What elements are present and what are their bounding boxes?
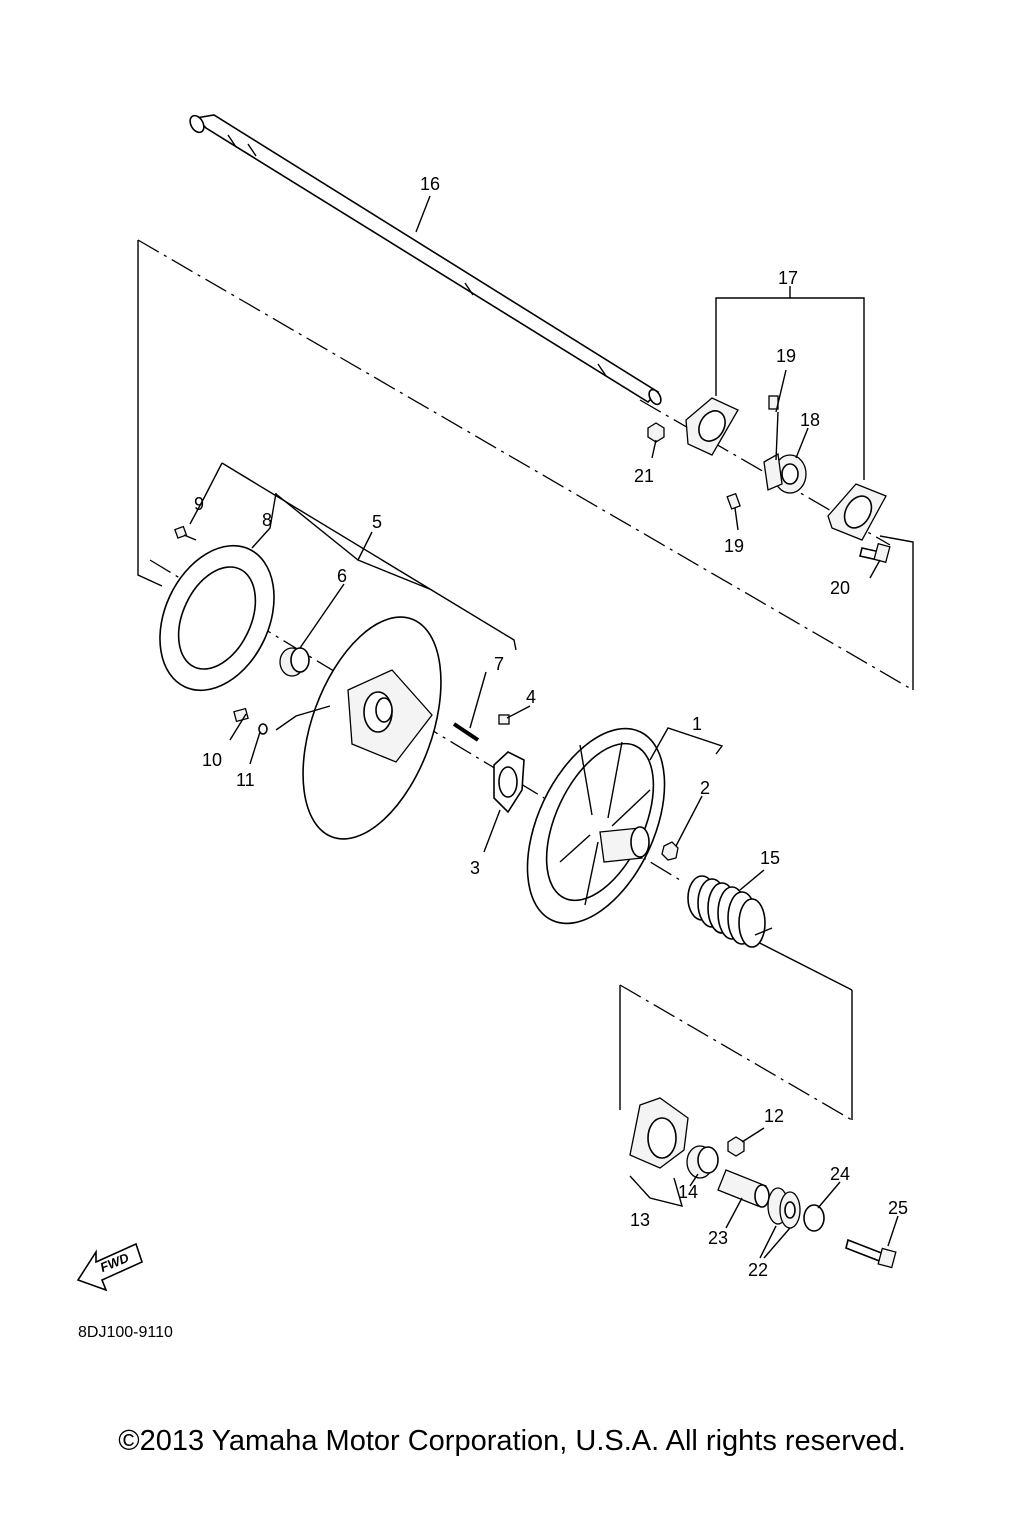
- callout-17: 17: [778, 268, 798, 288]
- callout-3: 3: [470, 858, 480, 878]
- assembly-boundary-upper: [137, 239, 914, 691]
- bearing-flange-housing-upper: [685, 397, 739, 456]
- callout-10: 10: [202, 750, 222, 770]
- ring-plate: [159, 544, 275, 692]
- bushing-6: [279, 647, 310, 677]
- callout-19-lower: 19: [724, 536, 744, 556]
- bolt-25: [845, 1238, 897, 1269]
- callout-15: 15: [760, 848, 780, 868]
- drawing-code: 8DJ100-9110: [78, 1324, 173, 1341]
- callout-2: 2: [700, 778, 710, 798]
- bushing-14: [686, 1145, 719, 1179]
- nut-21: [647, 422, 665, 443]
- assembly-boundary-lower: [619, 932, 853, 1121]
- callout-20: 20: [830, 578, 850, 598]
- callout-5: 5: [372, 512, 382, 532]
- bearing: [763, 452, 807, 494]
- callout-16: 16: [420, 174, 440, 194]
- callout-labels: 16 17 19 18 21 19 20 9 8 5 6 7 4 10 11 3…: [194, 174, 908, 1280]
- callout-9: 9: [194, 494, 204, 514]
- callout-4: 4: [526, 687, 536, 707]
- spring: [687, 875, 773, 948]
- callout-6: 6: [337, 566, 347, 586]
- callout-25: 25: [888, 1198, 908, 1218]
- fixed-sheave: [302, 616, 442, 840]
- rollers-22: [767, 1187, 801, 1229]
- callout-14: 14: [678, 1182, 698, 1202]
- callout-13: 13: [630, 1210, 650, 1230]
- callout-24: 24: [830, 1164, 850, 1184]
- callout-12: 12: [764, 1106, 784, 1126]
- callout-19-upper: 19: [776, 346, 796, 366]
- screw-4: [498, 714, 510, 725]
- collar-23: [717, 1169, 770, 1208]
- callout-21: 21: [634, 466, 654, 486]
- callout-11: 11: [236, 770, 255, 790]
- bolt-20: [859, 542, 891, 564]
- bearing-flange-housing-lower: [827, 483, 887, 541]
- callout-1: 1: [692, 714, 702, 734]
- copyright-notice: ©2013 Yamaha Motor Corporation, U.S.A. A…: [118, 1425, 906, 1457]
- washer-24: [803, 1204, 825, 1232]
- nut-12: [727, 1136, 745, 1157]
- leader-lines: [189, 195, 899, 1259]
- callout-23: 23: [708, 1228, 728, 1248]
- callout-18: 18: [800, 410, 820, 430]
- set-screw-lower: [726, 492, 741, 510]
- stud-7: [452, 722, 480, 742]
- movable-sheave: [526, 727, 666, 925]
- washer-11: [258, 723, 268, 735]
- callout-22: 22: [748, 1260, 768, 1280]
- forward-direction-arrow: FWD: [76, 1242, 143, 1292]
- spring-cam: [629, 1097, 689, 1169]
- callout-8: 8: [262, 510, 272, 530]
- secondary-shaft: [189, 114, 662, 406]
- screw-2: [661, 841, 679, 861]
- callout-7: 7: [494, 654, 504, 674]
- gasket-plate-3: [493, 751, 525, 814]
- screw-9: [174, 525, 197, 541]
